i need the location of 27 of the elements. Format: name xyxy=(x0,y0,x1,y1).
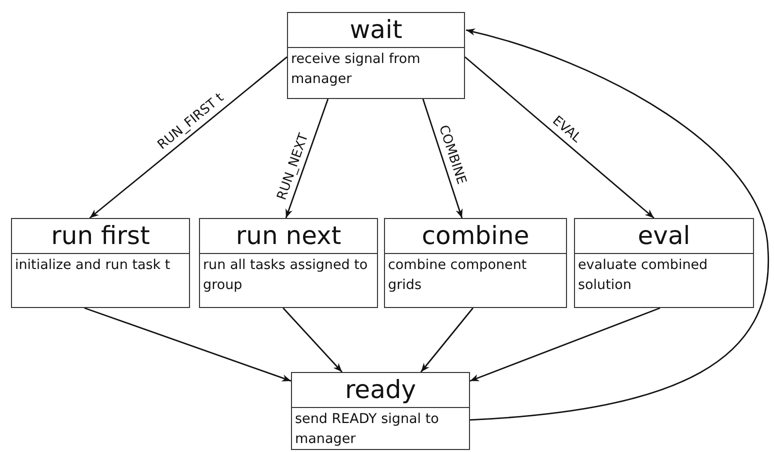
state-description: send READY signal to manager xyxy=(294,410,440,449)
state-box xyxy=(384,218,567,308)
arrow xyxy=(466,28,769,421)
state-name: eval xyxy=(575,219,753,254)
state-name: ready xyxy=(292,373,469,408)
state-description: run all tasks assigned to group xyxy=(202,256,369,295)
state-box xyxy=(11,218,190,308)
state-box xyxy=(287,12,465,99)
arrow xyxy=(282,308,343,372)
arrow xyxy=(422,98,463,218)
state-description: combine component grids xyxy=(387,256,528,295)
state-description: receive signal from manager xyxy=(290,50,422,89)
state-name: run first xyxy=(12,219,189,254)
state-description: initialize and run task t xyxy=(14,256,172,275)
state-box xyxy=(574,218,754,308)
state-box xyxy=(199,218,378,308)
arrow xyxy=(470,307,660,382)
state-name: run next xyxy=(200,219,377,254)
arrow xyxy=(285,98,329,218)
arrow xyxy=(89,56,288,219)
state-name: wait xyxy=(288,13,464,48)
state-name: combine xyxy=(385,219,566,254)
state-description: evaluate combined solution xyxy=(577,256,709,295)
arrow xyxy=(84,307,292,382)
arrow xyxy=(464,56,654,219)
state-box xyxy=(291,372,470,450)
arrow xyxy=(420,308,474,372)
